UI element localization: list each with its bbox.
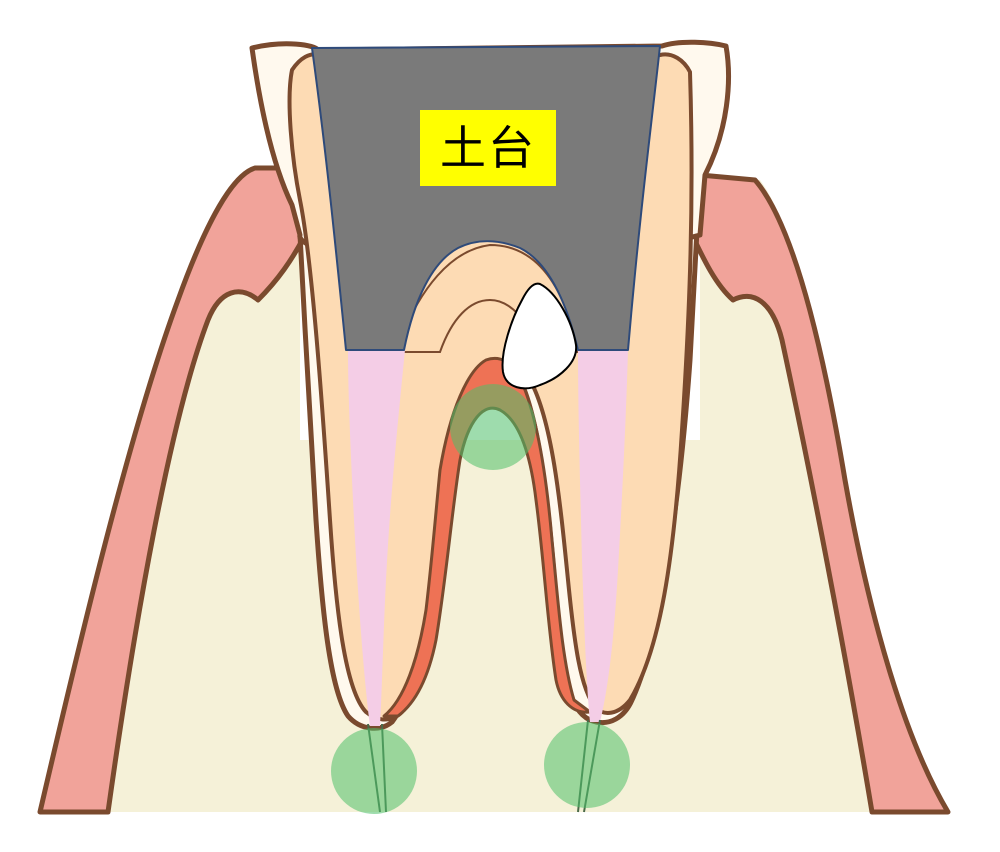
fracture-fragment — [501, 282, 578, 390]
infection-furcation — [450, 384, 536, 470]
core-label-box: 土台 — [420, 110, 556, 186]
infection-apex-left — [331, 728, 417, 814]
root-filling-right — [578, 350, 628, 722]
root-filling-left — [348, 350, 405, 726]
core-buildup — [311, 45, 661, 351]
pulp — [382, 356, 592, 718]
jaw-bone — [40, 172, 948, 812]
core-label: 土台 — [440, 121, 536, 175]
infection-apex-right — [544, 722, 630, 808]
